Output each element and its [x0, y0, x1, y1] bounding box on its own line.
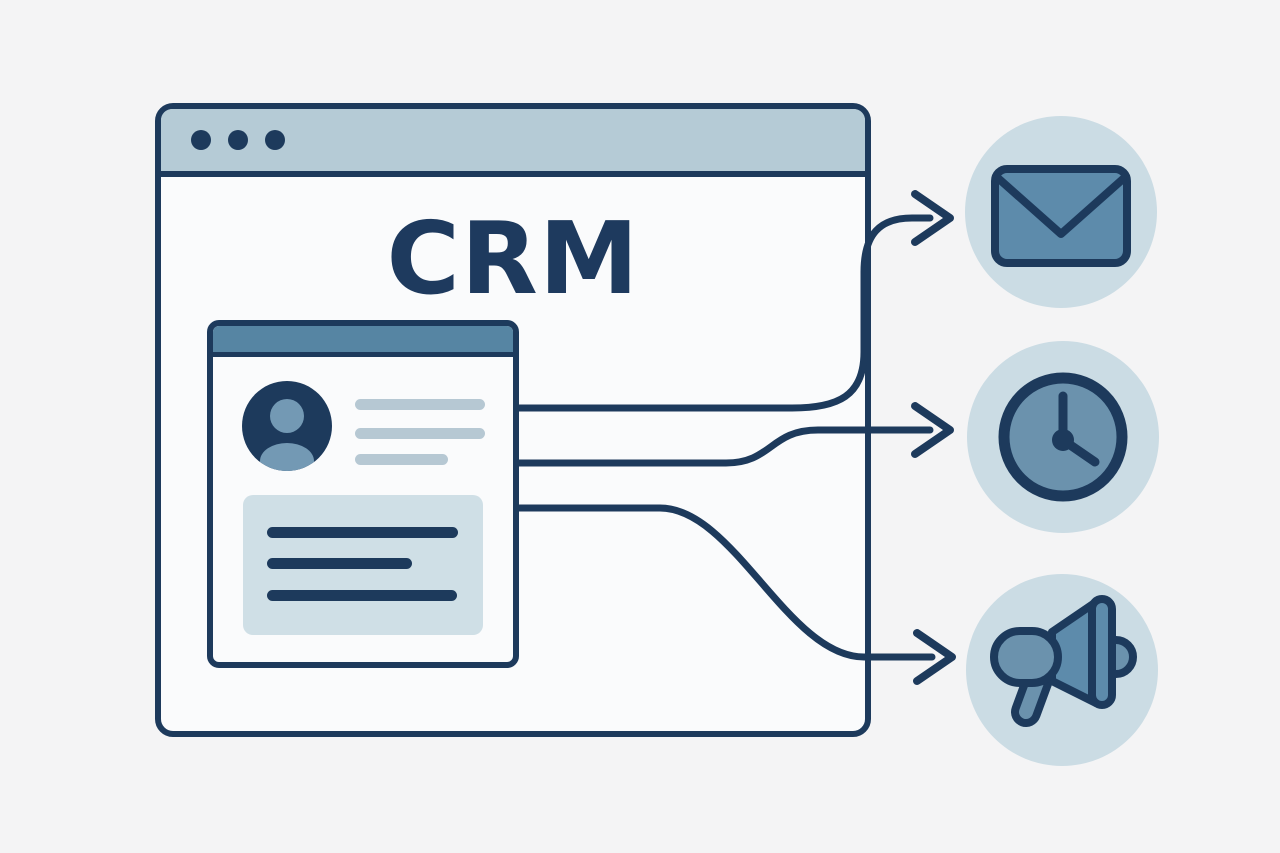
envelope-icon: [991, 165, 1131, 267]
contact-detail-line: [355, 454, 448, 465]
page-title: CRM: [386, 200, 640, 317]
clock-icon: [998, 372, 1128, 502]
note-text-line: [267, 590, 457, 601]
schedule-badge: [967, 341, 1159, 533]
note-text-line: [267, 527, 458, 538]
window-control-dot: [191, 130, 211, 150]
window-control-dot: [228, 130, 248, 150]
user-avatar-icon: [242, 381, 332, 471]
megaphone-icon: [990, 595, 1137, 727]
connector-line-megaphone: [515, 504, 936, 661]
window-control-dot: [265, 130, 285, 150]
contact-detail-line: [355, 428, 485, 439]
arrowhead-icon: [913, 629, 956, 685]
contact-card-header: [213, 326, 513, 357]
connector-line-email: [515, 214, 934, 412]
window-titlebar: [161, 109, 865, 177]
arrowhead-icon: [911, 402, 954, 458]
contact-card: [207, 320, 519, 668]
connector-line-clock: [515, 426, 934, 467]
browser-window: CRM: [155, 103, 871, 737]
announcement-badge: [966, 574, 1158, 766]
note-text-line: [267, 558, 412, 569]
contact-detail-line: [355, 399, 485, 410]
arrowhead-icon: [911, 190, 954, 246]
email-badge: [965, 116, 1157, 308]
contact-note-block: [243, 495, 483, 635]
